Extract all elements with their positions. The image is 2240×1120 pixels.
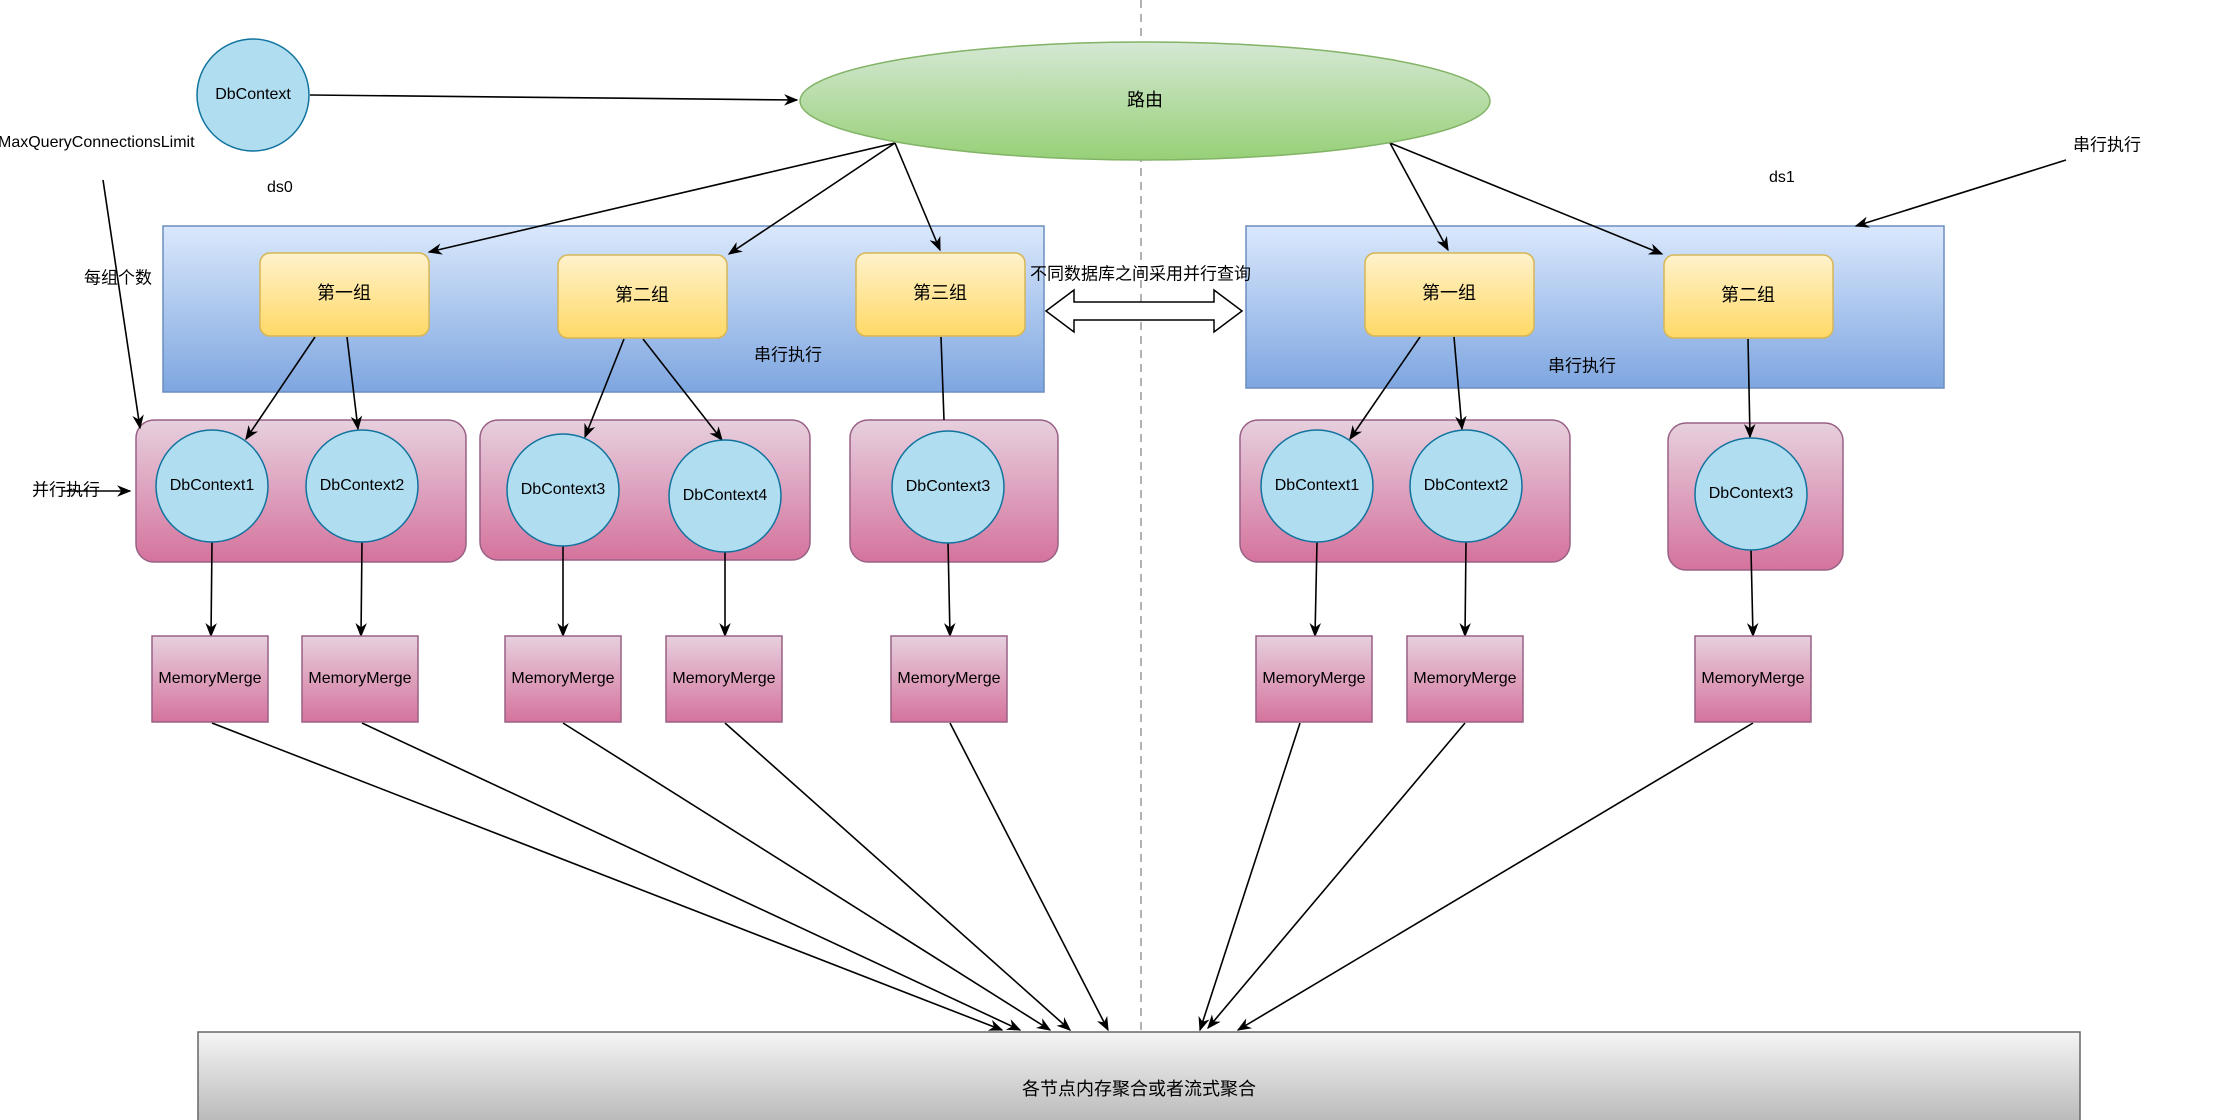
dbcontext-top-label: DbContext: [215, 86, 291, 103]
ds0-context-2[interactable]: DbContext2: [305, 429, 419, 543]
ds0-merge-3-label: MemoryMerge: [511, 670, 614, 687]
ds1-group-1[interactable]: 第一组: [1364, 252, 1535, 337]
ds1-context-2-label: DbContext2: [1424, 477, 1509, 494]
ds1-merge-2[interactable]: MemoryMerge: [1406, 635, 1524, 723]
per-group-count-label: 每组个数: [84, 268, 152, 287]
ds1-merge-3[interactable]: MemoryMerge: [1694, 635, 1812, 723]
parallel-exec-label: 并行执行: [32, 480, 100, 499]
ds1-merge-1-label: MemoryMerge: [1262, 670, 1365, 687]
ds0-label: ds0: [267, 179, 293, 196]
cross-db-parallel-label: 不同数据库之间采用并行查询: [1030, 264, 1251, 283]
ds1-group-1-label: 第一组: [1422, 283, 1476, 303]
ds0-group-2-label: 第二组: [615, 285, 669, 305]
ds1-context-1-label: DbContext1: [1275, 477, 1360, 494]
ds0-group-2[interactable]: 第二组: [557, 254, 728, 339]
router-label: 路由: [1127, 90, 1163, 110]
aggregate-label: 各节点内存聚合或者流式聚合: [1022, 1079, 1256, 1099]
max-query-connections-label: MaxQueryConnectionsLimit: [0, 134, 195, 151]
ds0-group-1[interactable]: 第一组: [259, 252, 430, 337]
ds1-context-1[interactable]: DbContext1: [1260, 429, 1374, 543]
ds1-merge-2-label: MemoryMerge: [1413, 670, 1516, 687]
ds0-merge-2-label: MemoryMerge: [308, 670, 411, 687]
ds0-context-4[interactable]: DbContext4: [668, 439, 782, 553]
ds0-merge-5[interactable]: MemoryMerge: [890, 635, 1008, 723]
ds0-merge-4-label: MemoryMerge: [672, 670, 775, 687]
ds0-group-3[interactable]: 第三组: [855, 252, 1026, 337]
ds0-merge-1-label: MemoryMerge: [158, 670, 261, 687]
ds0-merge-3[interactable]: MemoryMerge: [504, 635, 622, 723]
ds1-label: ds1: [1769, 169, 1795, 186]
ds0-group-3-label: 第三组: [913, 283, 967, 303]
ds1-merge-1[interactable]: MemoryMerge: [1255, 635, 1373, 723]
ds0-context-5[interactable]: DbContext3: [891, 430, 1005, 544]
dbcontext-top-circle[interactable]: [196, 38, 310, 152]
ds0-merge-2[interactable]: MemoryMerge: [301, 635, 419, 723]
ds1-serial-exec-label: 串行执行: [1548, 356, 1616, 375]
ds1-context-2[interactable]: DbContext2: [1409, 429, 1523, 543]
ds1-context-3[interactable]: DbContext3: [1694, 437, 1808, 551]
connectors: [62, 94, 2067, 1032]
ds0-context-3[interactable]: DbContext3: [506, 433, 620, 547]
serial-exec-top-right-label: 串行执行: [2073, 135, 2141, 154]
cross-db-double-arrow: [1044, 288, 1244, 334]
ds0-context-2-label: DbContext2: [320, 477, 405, 494]
ds0-merge-4[interactable]: MemoryMerge: [665, 635, 783, 723]
ds1-merge-3-label: MemoryMerge: [1701, 670, 1804, 687]
ds1-group-2-label: 第二组: [1721, 285, 1775, 305]
ds1-context-3-label: DbContext3: [1709, 485, 1794, 502]
ds0-context-5-label: DbContext3: [906, 478, 991, 495]
ds1-group-2[interactable]: 第二组: [1663, 254, 1834, 339]
ds0-context-1-label: DbContext1: [170, 477, 255, 494]
aggregate-bar[interactable]: [197, 1031, 2081, 1120]
router-ellipse[interactable]: [799, 41, 1491, 161]
ds0-context-1[interactable]: DbContext1: [155, 429, 269, 543]
ds0-merge-1[interactable]: MemoryMerge: [151, 635, 269, 723]
ds0-group-1-label: 第一组: [317, 283, 371, 303]
ds0-context-4-label: DbContext4: [683, 487, 768, 504]
ds0-merge-5-label: MemoryMerge: [897, 670, 1000, 687]
ds0-context-3-label: DbContext3: [521, 481, 606, 498]
ds0-serial-exec-label: 串行执行: [754, 345, 822, 364]
